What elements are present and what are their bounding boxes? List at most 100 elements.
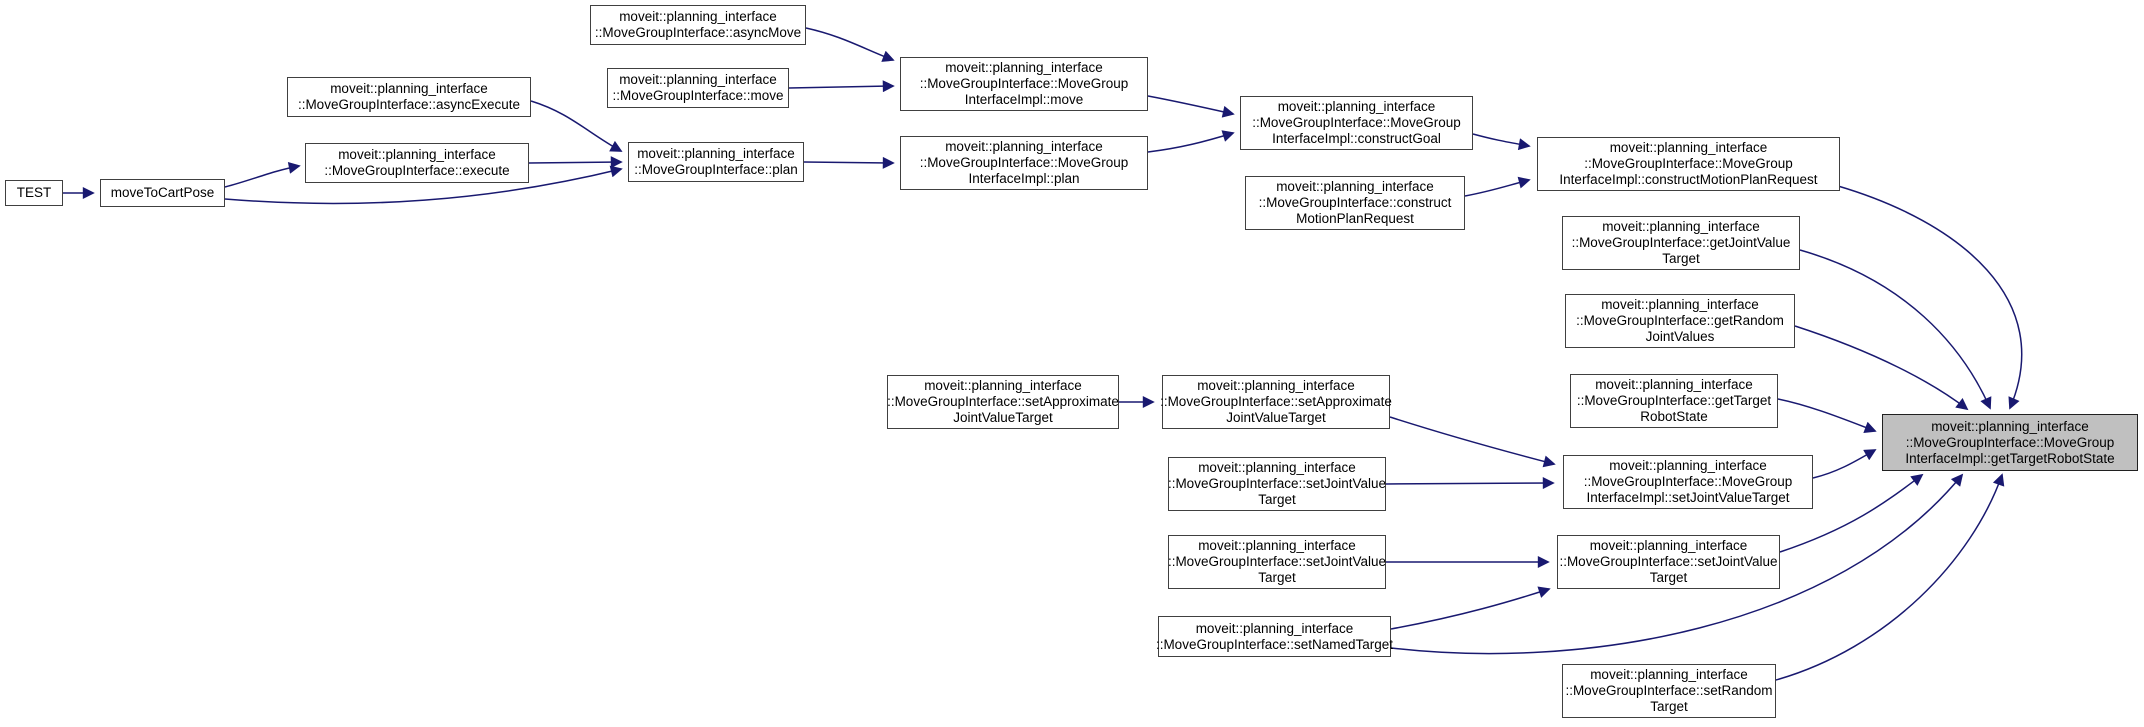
node-label-line: ::MoveGroupInterface::MoveGroup	[919, 155, 1129, 170]
node-label-line: moveit::planning_interface	[1589, 538, 1748, 553]
edge-movetocartpose-to-execute	[224, 161, 301, 188]
node-label-line: ::MoveGroupInterface::MoveGroup	[1252, 115, 1461, 130]
node-label-line: JointValues	[1645, 329, 1715, 344]
edge-asyncmove-to-impl_move	[805, 27, 895, 62]
node-label-line: ::MoveGroupInterface::move	[612, 88, 784, 103]
node-label-line: moveit::planning_interface	[619, 72, 777, 87]
graph-node-set_jvt_2[interactable]: moveit::planning_interface::MoveGroupInt…	[1168, 535, 1386, 589]
edge-movetocartpose-to-plan	[224, 165, 623, 205]
graph-node-set_approx_r[interactable]: moveit::planning_interface::MoveGroupInt…	[1160, 375, 1392, 429]
node-label-line: ::MoveGroupInterface::MoveGroup	[1905, 434, 2115, 450]
node-label-line: moveToCartPose	[110, 185, 215, 200]
edge-set_named-to-set_jvt_r	[1390, 586, 1551, 630]
graph-node-construct_goal[interactable]: moveit::planning_interface::MoveGroupInt…	[1240, 96, 1473, 150]
edge-execute-to-plan	[528, 156, 623, 169]
node-label-line: RobotState	[1640, 409, 1708, 424]
node-label-line: moveit::planning_interface	[1931, 418, 2089, 434]
edge-get_random_jv-to-impl_get_target_rs	[1794, 325, 1969, 411]
node-label-line: moveit::planning_interface	[338, 147, 496, 162]
graph-node-set_approx_l[interactable]: moveit::planning_interface::MoveGroupInt…	[887, 375, 1119, 429]
node-label-line: ::MoveGroupInterface::setJointValue	[1167, 476, 1387, 491]
edge-set_named-to-impl_get_target_rs	[1390, 473, 1964, 655]
graph-node-set_jvt_1[interactable]: moveit::planning_interface::MoveGroupInt…	[1168, 457, 1386, 511]
node-label-line: InterfaceImpl::move	[964, 92, 1084, 107]
node-label-line: ::MoveGroupInterface::setRandom	[1565, 683, 1773, 698]
node-label-line: InterfaceImpl::constructMotionPlanReques…	[1559, 172, 1818, 187]
graph-node-asyncexecute[interactable]: moveit::planning_interface::MoveGroupInt…	[287, 77, 531, 117]
node-label-line: ::MoveGroupInterface::setApproximate	[1160, 394, 1392, 409]
node-label-line: moveit::planning_interface	[637, 146, 795, 161]
edge-set_approx_r-to-impl_set_jvt	[1389, 416, 1556, 468]
edge-construct_goal-to-impl_construct_mpr	[1472, 133, 1531, 151]
node-label-line: moveit::planning_interface	[1609, 458, 1767, 473]
edge-impl_move-to-construct_goal	[1147, 95, 1235, 118]
node-label-line: ::MoveGroupInterface::setJointValue	[1167, 554, 1387, 569]
node-label-line: moveit::planning_interface	[1595, 377, 1753, 392]
graph-node-set_named[interactable]: moveit::planning_interface::MoveGroupInt…	[1155, 616, 1394, 657]
graph-node-construct_mpr[interactable]: moveit::planning_interface::MoveGroupInt…	[1245, 176, 1465, 230]
graph-node-move[interactable]: moveit::planning_interface::MoveGroupInt…	[607, 68, 789, 108]
graph-node-get_target_rs[interactable]: moveit::planning_interface::MoveGroupInt…	[1570, 374, 1778, 428]
graph-node-execute[interactable]: moveit::planning_interface::MoveGroupInt…	[305, 143, 529, 183]
node-label-line: moveit::planning_interface	[924, 378, 1082, 393]
graph-node-movetocartpose[interactable]: moveToCartPose	[100, 179, 225, 207]
graph-node-plan[interactable]: moveit::planning_interface::MoveGroupInt…	[628, 142, 804, 182]
node-label-line: TEST	[16, 185, 52, 200]
node-label-line: moveit::planning_interface	[945, 139, 1103, 154]
node-label-line: Target	[1650, 699, 1688, 714]
node-label-line: ::MoveGroupInterface::getRandom	[1576, 313, 1784, 328]
edge-impl_construct_mpr-to-impl_get_target_rs	[1837, 185, 2023, 410]
node-label-line: ::MoveGroupInterface::MoveGroup	[1583, 474, 1793, 489]
graph-node-impl_move[interactable]: moveit::planning_interface::MoveGroupInt…	[900, 57, 1148, 111]
node-label-line: moveit::planning_interface	[1590, 667, 1748, 682]
node-label-line: ::MoveGroupInterface::MoveGroup	[919, 76, 1129, 91]
node-label-line: moveit::planning_interface	[1197, 378, 1355, 393]
node-label-line: InterfaceImpl::plan	[968, 171, 1080, 186]
node-label-line: ::MoveGroupInterface::construct	[1258, 195, 1452, 210]
edge-plan-to-impl_plan	[803, 156, 895, 169]
graph-node-impl_get_target_rs: moveit::planning_interface::MoveGroupInt…	[1882, 414, 2138, 471]
node-label-line: InterfaceImpl::constructGoal	[1272, 131, 1441, 146]
node-label-line: moveit::planning_interface	[1277, 99, 1436, 114]
node-label-line: ::MoveGroupInterface::setJointValue	[1559, 554, 1778, 569]
node-label-line: moveit::planning_interface	[1601, 297, 1759, 312]
edge-impl_plan-to-construct_goal	[1147, 130, 1235, 153]
node-label-line: Target	[1649, 570, 1688, 585]
graph-node-set_jvt_r[interactable]: moveit::planning_interface::MoveGroupInt…	[1557, 535, 1780, 589]
node-label-line: MotionPlanRequest	[1296, 211, 1414, 226]
node-label-line: moveit::planning_interface	[1198, 538, 1356, 553]
node-label-line: moveit::planning_interface	[1276, 179, 1434, 194]
node-label-line: InterfaceImpl::setJointValueTarget	[1586, 490, 1790, 505]
graph-node-test[interactable]: TEST	[5, 180, 63, 206]
edge-get_jvt-to-impl_get_target_rs	[1799, 249, 1992, 410]
node-label-line: ::MoveGroupInterface::setApproximate	[887, 394, 1119, 409]
node-label-line: ::MoveGroupInterface::MoveGroup	[1584, 156, 1793, 171]
graph-node-asyncmove[interactable]: moveit::planning_interface::MoveGroupInt…	[590, 5, 806, 45]
node-label-line: InterfaceImpl::getTargetRobotState	[1905, 450, 2115, 466]
graph-node-impl_construct_mpr[interactable]: moveit::planning_interface::MoveGroupInt…	[1537, 137, 1840, 191]
node-label-line: moveit::planning_interface	[1195, 620, 1354, 636]
graph-node-get_jvt[interactable]: moveit::planning_interface::MoveGroupInt…	[1562, 216, 1800, 270]
graph-node-impl_set_jvt[interactable]: moveit::planning_interface::MoveGroupInt…	[1563, 455, 1813, 509]
node-label-line: ::MoveGroupInterface::setNamedTarget	[1155, 636, 1394, 652]
edge-set_jvt_r-to-impl_get_target_rs	[1779, 473, 1924, 553]
node-label-line: moveit::planning_interface	[945, 60, 1103, 75]
node-label-line: JointValueTarget	[953, 410, 1053, 425]
node-label-line: moveit::planning_interface	[1609, 140, 1768, 155]
node-label-line: Target	[1258, 492, 1296, 507]
edge-set_random-to-impl_get_target_rs	[1775, 473, 2005, 681]
node-label-line: moveit::planning_interface	[330, 81, 488, 96]
graph-node-get_random_jv[interactable]: moveit::planning_interface::MoveGroupInt…	[1565, 294, 1795, 348]
graph-node-impl_plan[interactable]: moveit::planning_interface::MoveGroupInt…	[900, 136, 1148, 190]
graph-node-set_random[interactable]: moveit::planning_interface::MoveGroupInt…	[1562, 664, 1776, 718]
edge-impl_set_jvt-to-impl_get_target_rs	[1812, 449, 1877, 479]
edge-asyncexecute-to-plan	[530, 100, 623, 152]
node-label-line: ::MoveGroupInterface::getJointValue	[1571, 235, 1791, 250]
node-label-line: Target	[1662, 251, 1700, 266]
edge-move-to-impl_move	[788, 80, 895, 93]
node-label-line: Target	[1258, 570, 1296, 585]
node-label-line: moveit::planning_interface	[619, 9, 777, 24]
node-label-line: ::MoveGroupInterface::asyncExecute	[297, 97, 521, 112]
